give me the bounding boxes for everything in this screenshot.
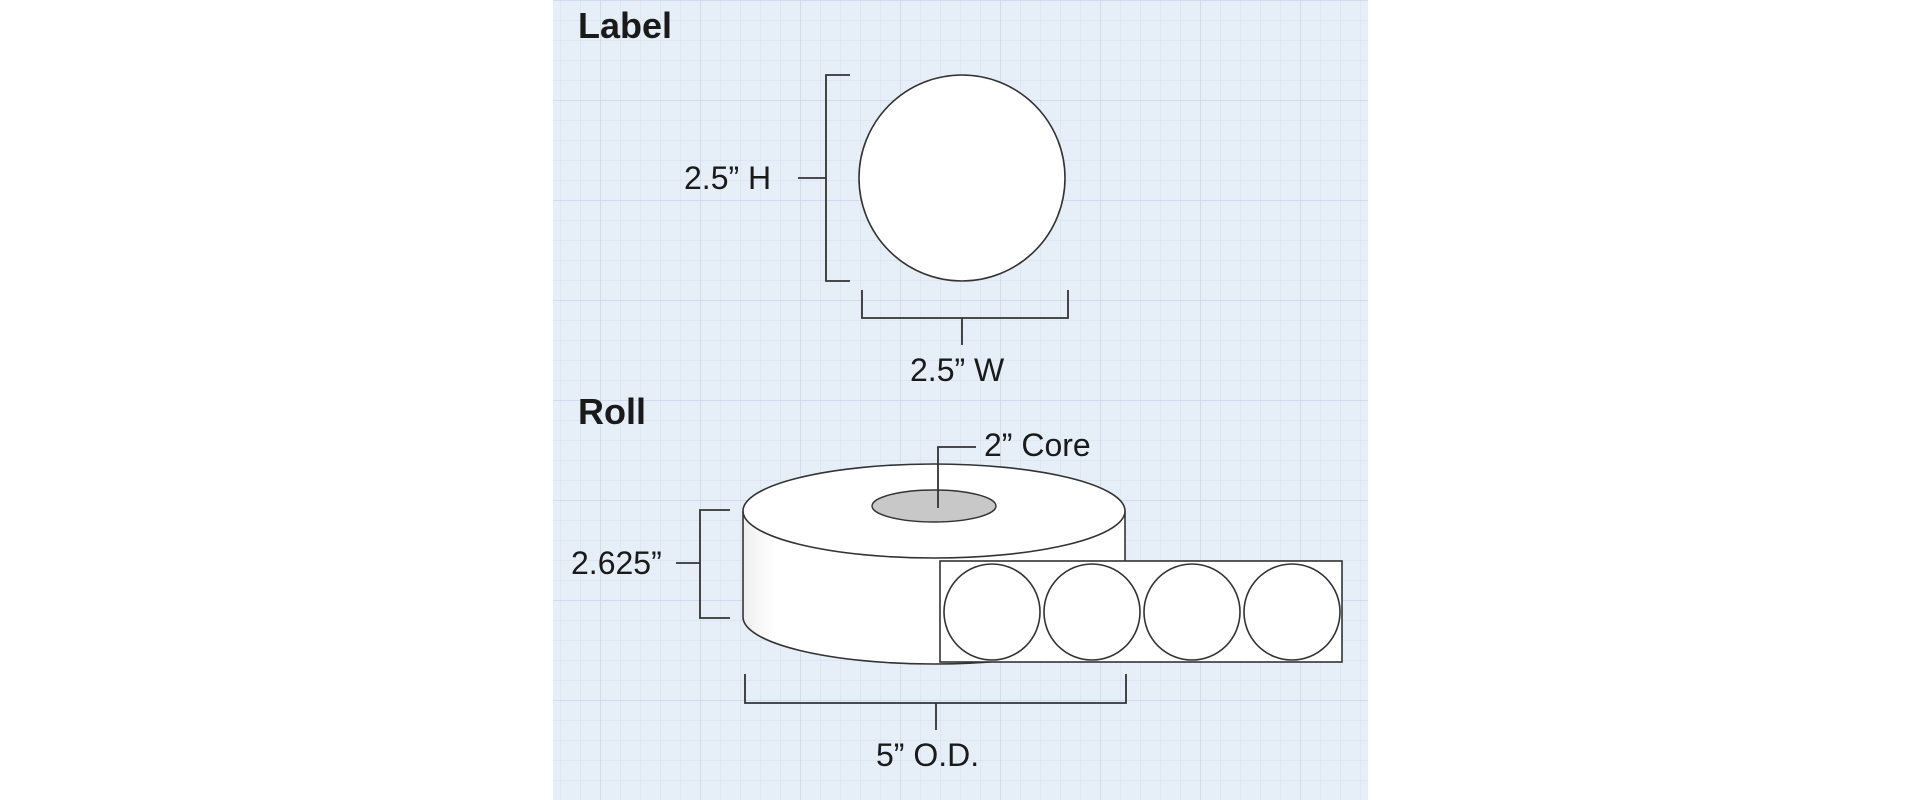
- label-width-bracket: [861, 290, 1069, 319]
- strip-label-2: [1043, 563, 1141, 661]
- strip-label-1: [943, 563, 1041, 661]
- strip-label-3: [1143, 563, 1241, 661]
- roll-diameter-text: 5” O.D.: [876, 737, 979, 773]
- label-height-text: 2.5” H: [684, 160, 771, 196]
- roll-height-text: 2.625”: [571, 545, 662, 581]
- label-circle: [858, 74, 1066, 282]
- core-label-text: 2” Core: [984, 427, 1091, 463]
- roll-heading: Roll: [578, 391, 646, 432]
- label-heading: Label: [578, 5, 672, 46]
- label-width-text: 2.5” W: [910, 352, 1005, 388]
- roll-height-bracket: [699, 509, 730, 619]
- roll-core: [871, 489, 997, 523]
- strip-label-4: [1243, 563, 1341, 661]
- core-leader: [937, 446, 976, 508]
